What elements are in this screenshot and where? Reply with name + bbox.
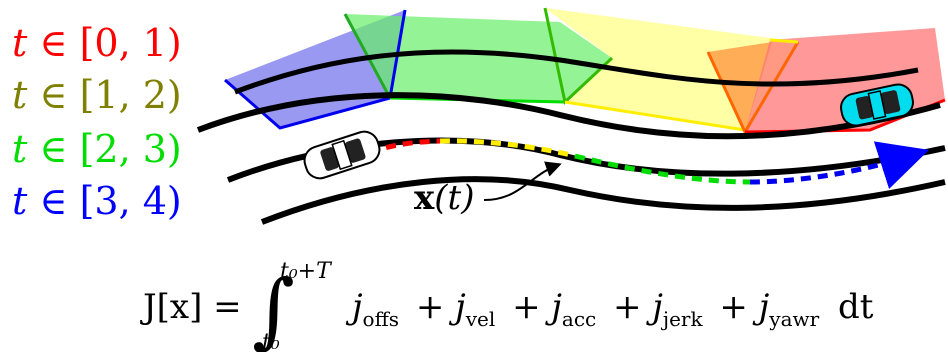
term-0-base: j [345,287,363,327]
legend-item-0-interval: [0, 1) [80,21,182,65]
legend-item-1-interval: [1, 2) [80,73,182,117]
trajectory-label-bold: x [414,178,435,218]
term-2-sub: acc [562,307,596,331]
equation-lhs: J[x] = [140,287,242,327]
trajectory-pointer [483,161,562,201]
trajectory-label-rest: (t) [434,178,474,218]
legend-item-1-prefix: t ∈ [12,73,80,117]
integral-sign: ∫ [252,263,295,352]
term-0-sub: offs [363,307,400,331]
zone-green [345,14,612,102]
other-car [840,83,914,127]
legend-item-3-interval: [3, 4) [80,179,182,223]
upper-limit: t₀+T [280,259,333,284]
legend-item-1: t ∈ [1, 2) [12,73,182,117]
legend-item-0: t ∈ [0, 1) [12,21,182,65]
legend-item-2: t ∈ [2, 3) [12,127,182,171]
equation-integrand: joffs + jvel + jacc + jjerk + jyawr dt [345,287,874,335]
legend-item-3-prefix: t ∈ [12,179,80,223]
legend-item-3: t ∈ [3, 4) [12,179,182,223]
time-interval-legend: t ∈ [0, 1) t ∈ [1, 2) t ∈ [2, 3) t ∈ [3,… [12,21,182,223]
differential: dt [838,287,874,327]
legend-item-2-interval: [2, 3) [80,127,182,171]
trajectory-x-t [369,138,930,189]
term-4-sub: yawr [768,307,819,331]
term-1-sub: vel [465,307,496,331]
legend-item-0-prefix: t ∈ [12,21,80,65]
zone-orange [708,42,772,132]
lower-limit: t₀ [262,330,280,352]
term-3-sub: jerk [661,307,704,331]
reference-path [234,49,919,95]
legend-item-2-prefix: t ∈ [12,127,80,171]
trajectory-label: x(t) [414,161,562,218]
cost-equation: J[x] = ∫ t₀+T t₀ joffs + jvel + jacc + j… [140,259,874,352]
trajectory-label-text: x(t) [414,178,474,218]
ego-car [303,130,381,180]
